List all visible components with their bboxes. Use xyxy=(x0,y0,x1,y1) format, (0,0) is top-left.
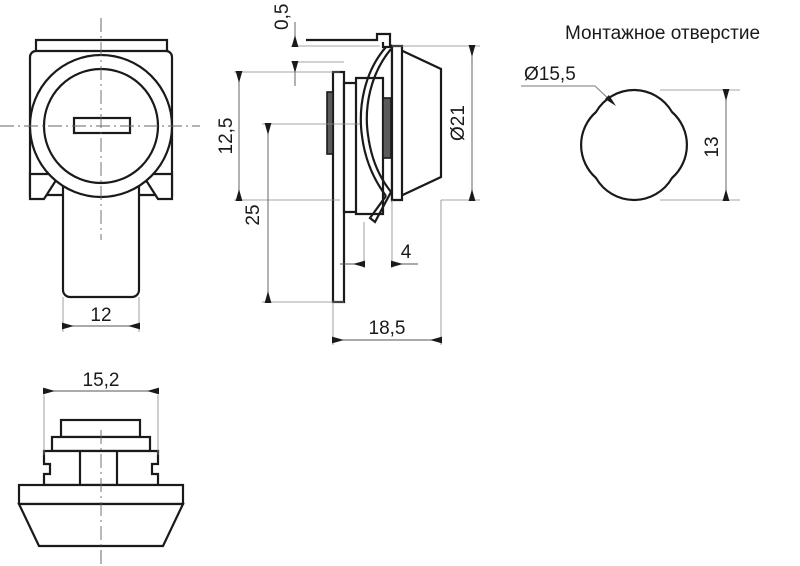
mounting-hole-diameter-label: Ø15,5 xyxy=(524,64,576,85)
bottom-view-top-cap xyxy=(59,418,142,439)
mounting-hole-diameter-leader xyxy=(521,85,614,104)
side-dim-185-label: 18,5 xyxy=(369,318,406,339)
side-view-panel-plate xyxy=(331,70,346,304)
bottom-view: 15,2 xyxy=(17,370,185,566)
side-view-bezel-faceplate xyxy=(390,44,404,202)
bottom-dim-152-label: 15,2 xyxy=(83,370,120,391)
side-section-view: 0,5 12,5 25 Ø21 4 18,5 xyxy=(216,4,480,345)
front-view: 12 xyxy=(0,18,200,332)
side-dim-05-label: 0,5 xyxy=(272,4,293,30)
side-view-cam-tail xyxy=(368,191,392,224)
side-view-cam-spring-outer xyxy=(359,46,387,197)
side-dim-125-label: 12,5 xyxy=(216,118,237,155)
bottom-view-skirt xyxy=(17,502,185,548)
side-dim-25-label: 25 xyxy=(243,204,264,225)
mounting-hole-diameter-arrowhead xyxy=(605,95,616,106)
mounting-hole-view: Монтажное отверстие Ø15,5 13 xyxy=(521,23,760,202)
side-dim-4-label: 4 xyxy=(401,242,412,263)
side-view-top-hook xyxy=(306,32,392,49)
side-view-gasket-left xyxy=(326,91,334,155)
side-dim-d21-label: Ø21 xyxy=(448,105,469,141)
mounting-hole-dim-13-label: 13 xyxy=(702,136,723,157)
mounting-hole-shape xyxy=(580,88,688,202)
side-view-cam-spring-inner xyxy=(365,48,392,193)
mounting-hole-title: Монтажное отверстие xyxy=(565,23,760,44)
front-dim-12-label: 12 xyxy=(90,305,111,326)
front-view-keyway-slot xyxy=(72,116,132,135)
side-view-gasket-inner xyxy=(382,97,392,159)
